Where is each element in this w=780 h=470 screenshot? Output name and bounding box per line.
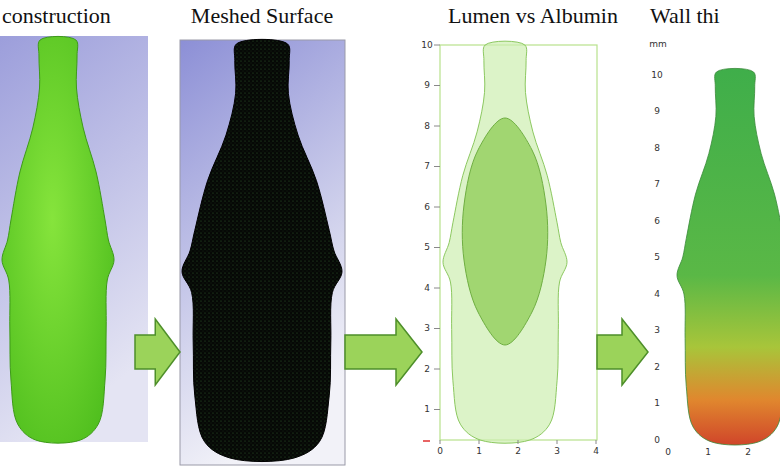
- axis-number: 3: [554, 447, 560, 456]
- axis-number: 4: [593, 447, 599, 456]
- panel-title: construction: [2, 5, 111, 27]
- axis-number: 1: [424, 405, 430, 414]
- figure-panel: Meshed Surface: [180, 40, 345, 465]
- axis-number: 4: [654, 290, 660, 299]
- lumen-model: [462, 118, 547, 345]
- axis-number: 7: [654, 180, 660, 189]
- figure-panel: construction: [0, 38, 135, 443]
- axis-number: 10: [651, 71, 662, 80]
- axis-number: 3: [424, 324, 430, 333]
- flow-arrow: [597, 319, 648, 385]
- flow-arrow: [135, 319, 180, 385]
- axis-number: mm: [649, 40, 667, 49]
- figure-panel: Wall thi: [648, 38, 780, 463]
- axis-number: 4: [424, 284, 430, 293]
- axis-number: 1: [654, 399, 660, 408]
- axis-number: 9: [654, 107, 660, 116]
- axis-number: 7: [424, 162, 430, 171]
- figure-panel: Lumen vs Albumin: [422, 38, 597, 458]
- axis-number: 8: [424, 122, 430, 131]
- axis-number: 9: [424, 81, 430, 90]
- axis-number: 2: [745, 448, 751, 457]
- axis-ticks: [434, 45, 596, 444]
- axis-number: 2: [515, 447, 521, 456]
- panel-title: Meshed Surface: [191, 5, 333, 27]
- albumin-model: [443, 41, 567, 443]
- axis-number: 3: [654, 326, 660, 335]
- axis-number: 6: [654, 217, 660, 226]
- axis-number: 5: [424, 243, 430, 252]
- axis-number: 1: [705, 448, 711, 457]
- reconstruction-model: [2, 36, 114, 443]
- axis-number: 5: [654, 253, 660, 262]
- meshed-model: [182, 39, 342, 461]
- axis-number: 0: [437, 447, 443, 456]
- axis-number: 10: [421, 41, 432, 50]
- axis-number: 0: [654, 436, 660, 445]
- flow-arrow: [345, 319, 422, 385]
- wall-thickness-model: [677, 68, 780, 445]
- panel-title: Lumen vs Albumin: [448, 5, 618, 27]
- axis-number: 8: [654, 144, 660, 153]
- axis-number: 1: [476, 447, 482, 456]
- axis-marker: [423, 440, 430, 442]
- axis-number: 6: [424, 203, 430, 212]
- panel-background: [180, 40, 345, 465]
- axis-number: 2: [654, 363, 660, 372]
- axis-number: 0: [665, 448, 671, 457]
- axis-number: 2: [424, 365, 430, 374]
- panel-title: Wall thi: [650, 5, 720, 27]
